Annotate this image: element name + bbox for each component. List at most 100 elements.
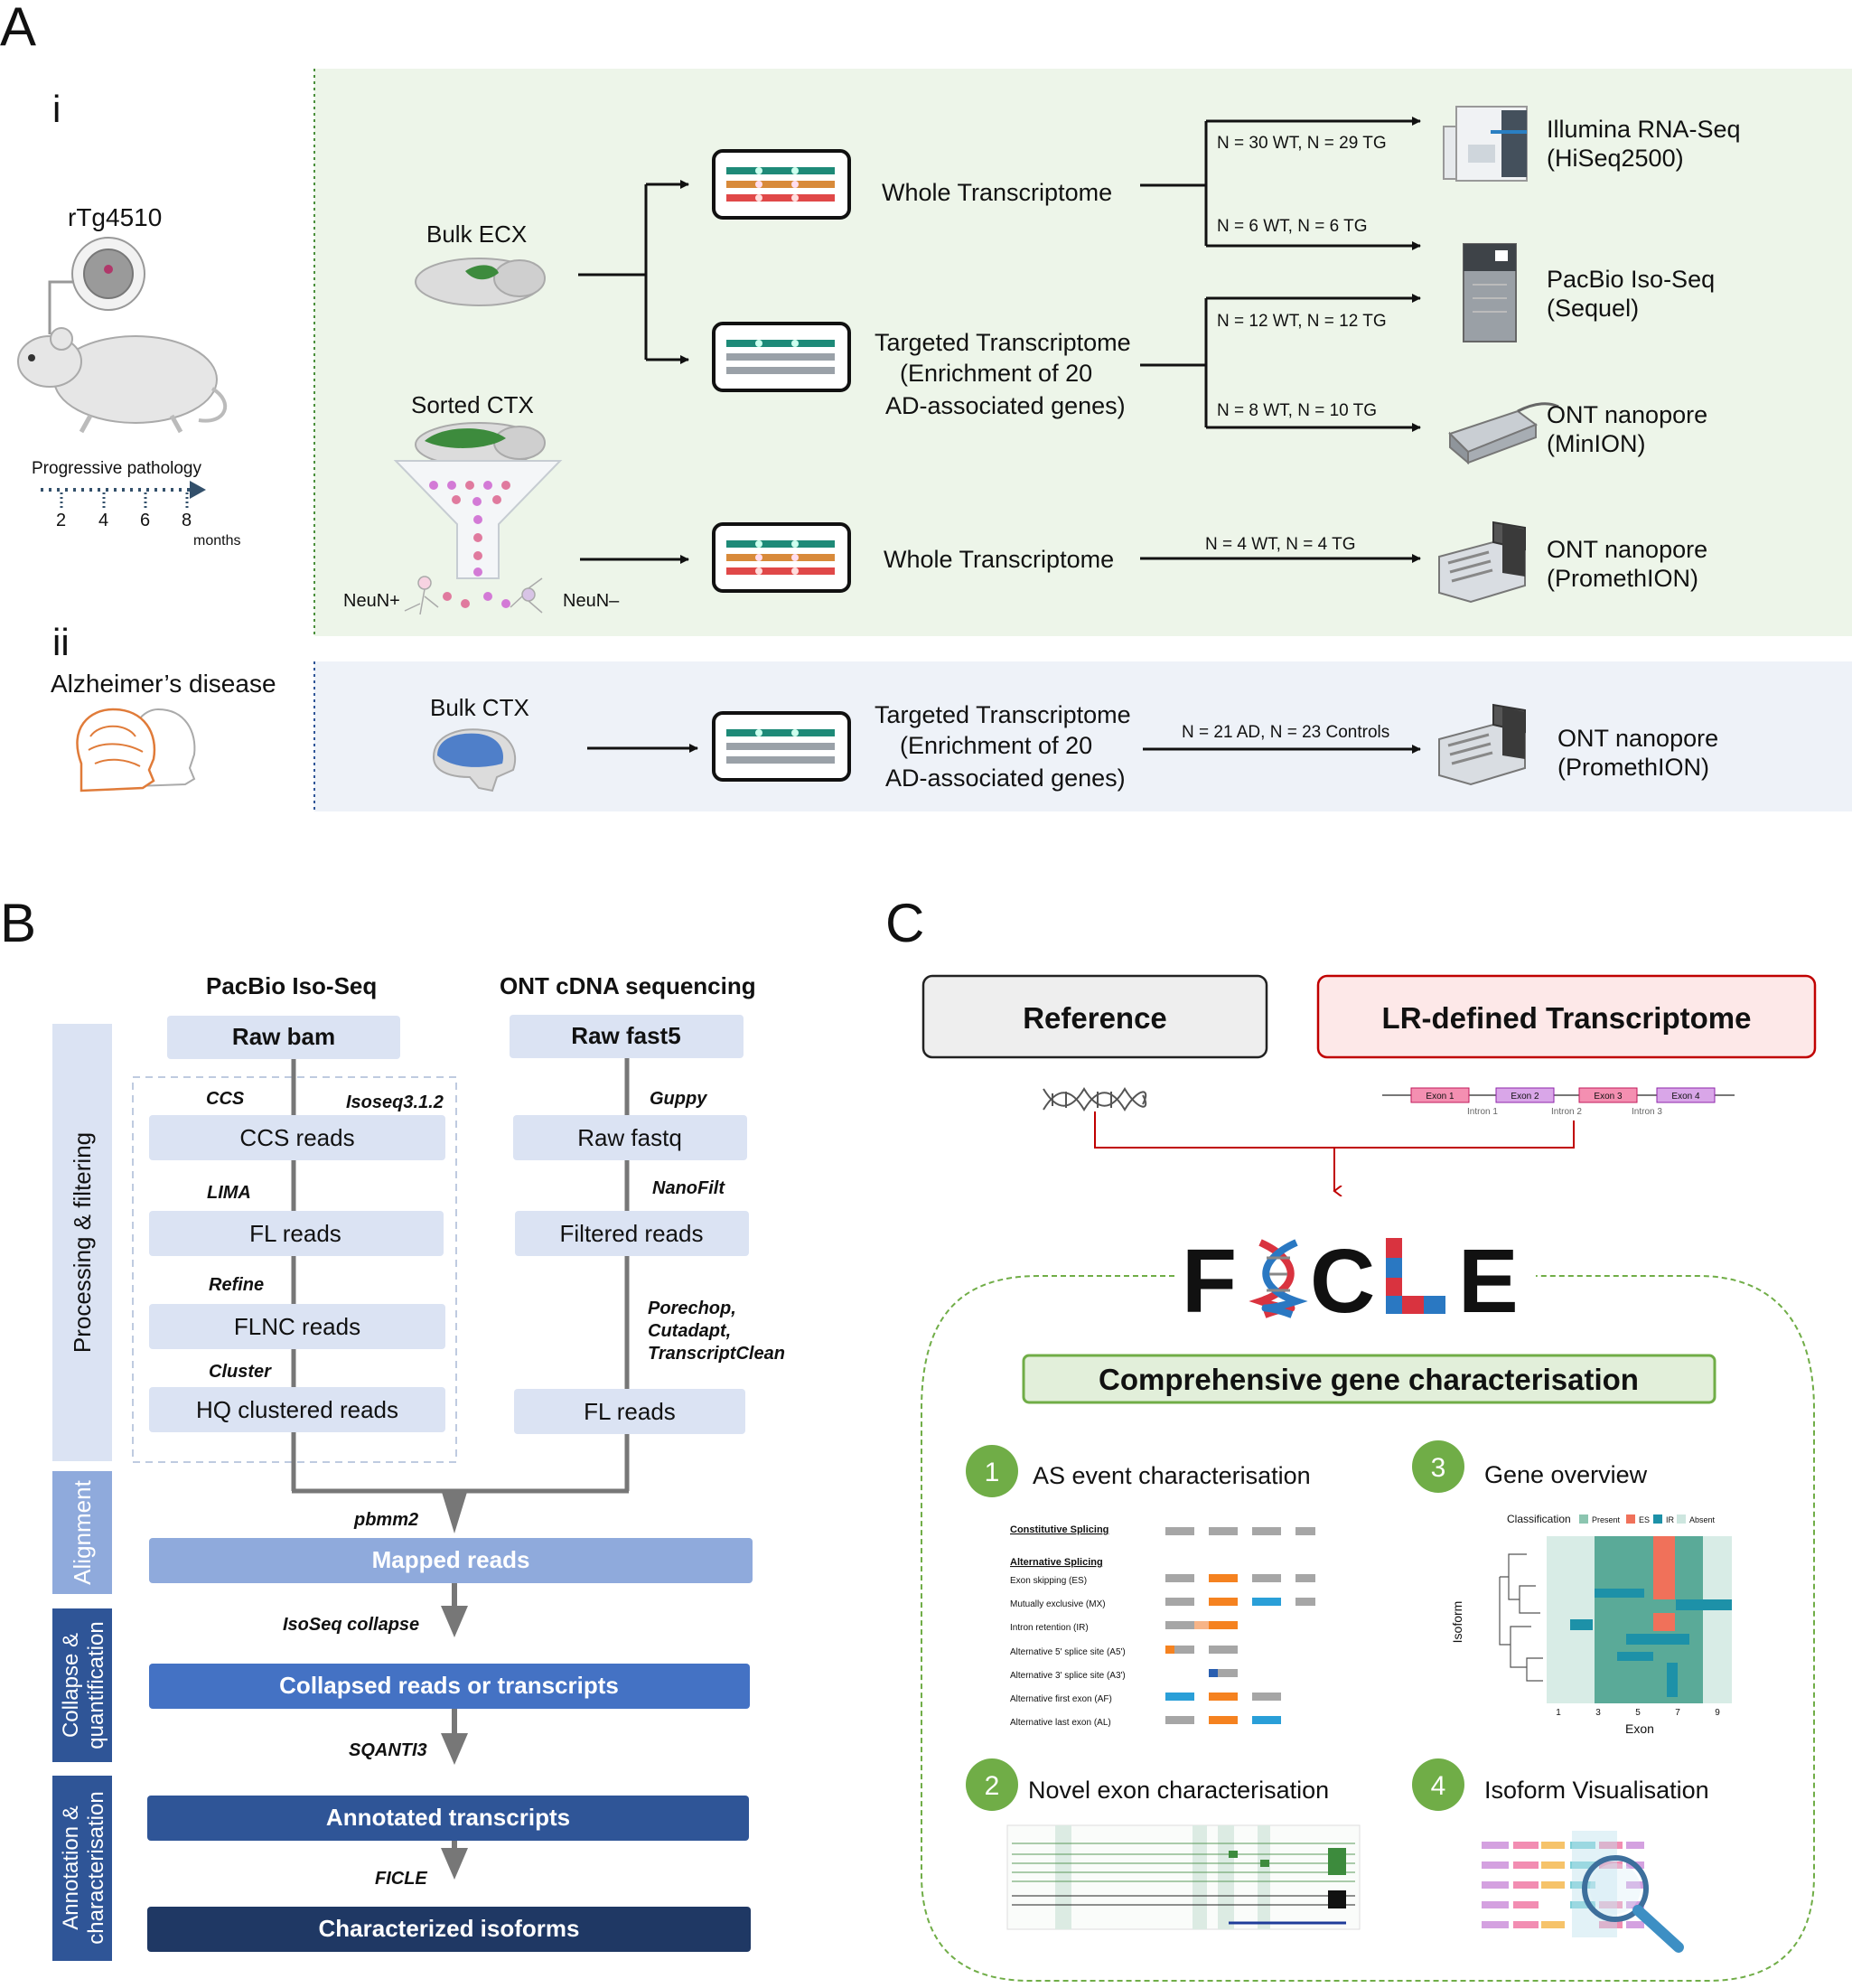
- ont-step-raw-fastq: [513, 1115, 747, 1160]
- ont-tool-cutadapt: Cutadapt,: [648, 1321, 731, 1341]
- tool-pbmm2: pbmm2: [353, 1510, 418, 1530]
- exon-2-label: Exon 2: [1511, 1092, 1539, 1102]
- side-alignment-label: Alignment: [69, 1479, 96, 1584]
- n-label-12wt: N = 12 WT, N = 12 TG: [1217, 312, 1387, 331]
- step-collapsed-label: Collapsed reads or transcripts: [279, 1672, 619, 1699]
- n-label-6wt: N = 6 WT, N = 6 TG: [1217, 217, 1367, 236]
- item-1-label: AS event characterisation: [1033, 1462, 1311, 1489]
- ficle-logo-dna: [1249, 1239, 1308, 1318]
- side-collapse-label-2: quantification: [84, 1621, 108, 1749]
- item-4-number: 4: [1431, 1771, 1446, 1801]
- merge-connector: [1094, 1111, 1575, 1191]
- pacbio-tool-ccs: CCS: [206, 1089, 245, 1109]
- lr-transcriptome-box: [1316, 974, 1817, 1059]
- side-processing-bar: [52, 1024, 112, 1461]
- targeted-label-1-line3: AD-associated genes): [885, 392, 1126, 419]
- platform-promethion-1: ONT nanopore: [1547, 536, 1707, 563]
- pacbio-tool-isoseq: Isoseq3.1.2: [346, 1092, 444, 1112]
- item-1-badge: [966, 1445, 1018, 1497]
- heatmap-legend-es: ES: [1639, 1515, 1650, 1524]
- neun-neg-label: NeuN–: [563, 591, 620, 611]
- as-event-a5: Alternative 5' splice site (A5'): [1010, 1647, 1126, 1657]
- heatmap-tick-9: 9: [1715, 1708, 1720, 1718]
- pacbio-step-flnc-label: FLNC reads: [234, 1313, 360, 1340]
- whole-transcriptome-label-1: Whole Transcriptome: [882, 179, 1112, 206]
- step-mapped-reads-label: Mapped reads: [372, 1546, 530, 1573]
- bulk-ecx-brain: [415, 258, 546, 306]
- item-2-badge: [966, 1758, 1018, 1811]
- minion-sequencer-icon: [1448, 402, 1559, 465]
- month-4: 4: [98, 511, 108, 530]
- item-2-label: Novel exon characterisation: [1028, 1777, 1329, 1804]
- as-event-a3: Alternative 3' splice site (A3'): [1010, 1671, 1126, 1681]
- pacbio-sequencer-icon: [1463, 243, 1517, 342]
- step-characterized: [147, 1907, 751, 1952]
- pacbio-step-hq-label: HQ clustered reads: [196, 1396, 398, 1423]
- n-label-21ad: N = 21 AD, N = 23 Controls: [1182, 723, 1389, 742]
- mouse-illustration: [17, 237, 228, 434]
- heatmap-legend-title: Classification: [1507, 1513, 1571, 1525]
- n-label-30wt: N = 30 WT, N = 29 TG: [1217, 134, 1387, 153]
- ont-tool-porechop: Porechop,: [648, 1299, 736, 1318]
- pacbio-step-flnc: [149, 1304, 445, 1349]
- item-3-number: 3: [1431, 1453, 1446, 1483]
- sub-label-ii: ii: [52, 621, 70, 663]
- transcriptome-icon-targeted-1: [714, 324, 849, 390]
- exon-1-label: Exon 1: [1426, 1092, 1454, 1102]
- platform-promethion-2: (PromethION): [1547, 565, 1698, 592]
- months-unit: months: [193, 533, 240, 549]
- bulk-ctx-brain: [432, 728, 517, 792]
- ont-column-header: ONT cDNA sequencing: [500, 972, 756, 999]
- whole-transcriptome-label-2: Whole Transcriptome: [884, 546, 1114, 573]
- ont-step-raw-fast5-label: Raw fast5: [571, 1022, 680, 1049]
- step-annotated-label: Annotated transcripts: [326, 1804, 570, 1831]
- ficle-logo-c: C: [1310, 1231, 1375, 1332]
- illumina-sequencer-icon: [1443, 106, 1528, 182]
- pacbio-step-ccs-label: CCS reads: [239, 1124, 354, 1151]
- targeted-label-2-line2: (Enrichment of 20: [900, 732, 1092, 759]
- neun-pos-label: NeuN+: [343, 591, 400, 611]
- heatmap-tick-5: 5: [1635, 1708, 1641, 1718]
- platform-promethion-h2: (PromethION): [1557, 754, 1709, 781]
- side-annotation-label-1: Annotation &: [59, 1805, 83, 1929]
- ficle-logo-f: F: [1182, 1231, 1237, 1332]
- lr-transcriptome-label: LR-defined Transcriptome: [1382, 1001, 1752, 1035]
- ont-step-fl-label: FL reads: [584, 1398, 676, 1425]
- targeted-label-1-line1: Targeted Transcriptome: [875, 329, 1131, 356]
- human-heads-illustration: [76, 708, 196, 792]
- heatmap-legend-present: Present: [1592, 1515, 1621, 1524]
- comprehensive-label: Comprehensive gene characterisation: [1099, 1363, 1639, 1396]
- pacbio-tool-cluster: Cluster: [209, 1362, 272, 1382]
- as-event-af: Alternative first exon (AF): [1010, 1694, 1112, 1704]
- ecx-branch-arrows: [578, 180, 698, 753]
- tool-isoseq-collapse: IsoSeq collapse: [283, 1615, 419, 1635]
- pacbio-tool-refine: Refine: [209, 1275, 264, 1295]
- n-label-8wt: N = 8 WT, N = 10 TG: [1217, 401, 1377, 420]
- tool-sqanti3: SQANTI3: [349, 1740, 427, 1760]
- platform-pacbio-2: (Sequel): [1547, 295, 1639, 322]
- heatmap-legend-absent: Absent: [1689, 1515, 1716, 1524]
- transcriptome-icon-whole-2: [714, 524, 849, 591]
- targeted-label-1-line2: (Enrichment of 20: [900, 360, 1092, 387]
- as-event-ir: Intron retention (IR): [1010, 1623, 1089, 1633]
- mouse-panel-bg: [314, 69, 1852, 636]
- heatmap-legend-ir: IR: [1666, 1515, 1675, 1524]
- platform-illumina-1: Illumina RNA-Seq: [1547, 116, 1741, 143]
- pacbio-step-raw-bam-label: Raw bam: [232, 1023, 335, 1050]
- as-event-al: Alternative last exon (AL): [1010, 1718, 1111, 1728]
- as-event-es: Exon skipping (ES): [1010, 1576, 1087, 1586]
- pacbio-tool-lima: LIMA: [207, 1183, 251, 1203]
- dna-helix-icon: [1043, 1087, 1147, 1111]
- heatmap-tick-7: 7: [1675, 1708, 1680, 1718]
- platform-pacbio-1: PacBio Iso-Seq: [1547, 266, 1715, 293]
- pathology-timeline: [41, 481, 206, 508]
- platform-arrows: [1140, 117, 1421, 754]
- ont-step-raw-fast5: [510, 1015, 744, 1058]
- reference-box: [921, 974, 1268, 1059]
- novel-exon-browser: [1006, 1824, 1361, 1930]
- human-panel-bg: [314, 661, 1852, 811]
- ficle-output-frame: [921, 1275, 1815, 1982]
- step-collapsed: [149, 1664, 750, 1709]
- step-characterized-label: Characterized isoforms: [319, 1915, 580, 1942]
